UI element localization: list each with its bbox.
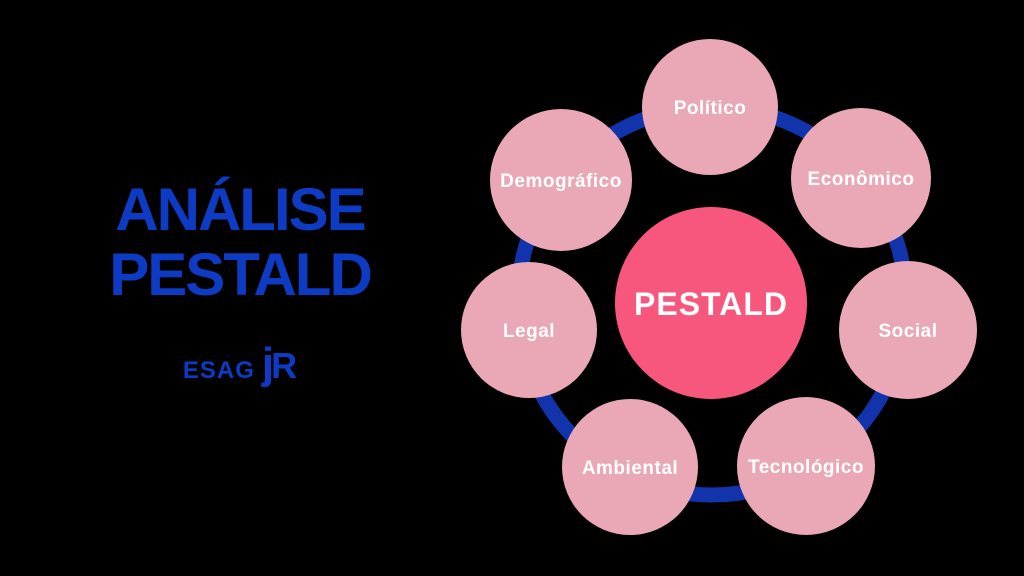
tecnologico-label: Tecnológico xyxy=(748,457,864,478)
node-ambiental: Ambiental xyxy=(562,399,698,535)
logo-letter-r: R xyxy=(271,345,298,386)
node-legal: Legal xyxy=(461,262,597,398)
legal-label: Legal xyxy=(503,321,555,342)
legal-circle xyxy=(461,262,597,398)
left-panel: ANÁLISE PESTALD ESAG j R xyxy=(95,177,385,389)
politico-circle xyxy=(642,39,778,175)
politico-label: Político xyxy=(674,98,747,119)
pestald-label: PESTALD xyxy=(634,286,788,322)
esag-jr-logo: ESAG j R xyxy=(95,339,385,389)
ambiental-circle xyxy=(562,399,698,535)
page-title: ANÁLISE PESTALD xyxy=(95,177,385,307)
node-politico: Político xyxy=(642,39,778,175)
economico-circle xyxy=(791,108,931,248)
ambiental-label: Ambiental xyxy=(582,458,678,479)
center-circle xyxy=(615,207,807,399)
logo-text-esag: ESAG xyxy=(182,357,255,384)
node-demografico: Demográfico xyxy=(490,109,632,251)
economico-label: Econômico xyxy=(808,169,915,190)
center-node: PESTALD xyxy=(615,207,807,399)
title-line-2: PESTALD xyxy=(109,241,373,308)
node-tecnologico: Tecnológico xyxy=(737,397,875,535)
demografico-label: Demográfico xyxy=(500,171,622,192)
social-circle xyxy=(839,261,977,399)
node-economico: Econômico xyxy=(791,108,931,248)
social-label: Social xyxy=(879,321,938,342)
title-line-1: ANÁLISE xyxy=(115,176,366,243)
logo-letter-j: j xyxy=(261,339,275,388)
demografico-circle xyxy=(490,109,632,251)
node-social: Social xyxy=(839,261,977,399)
tecnologico-circle xyxy=(737,397,875,535)
